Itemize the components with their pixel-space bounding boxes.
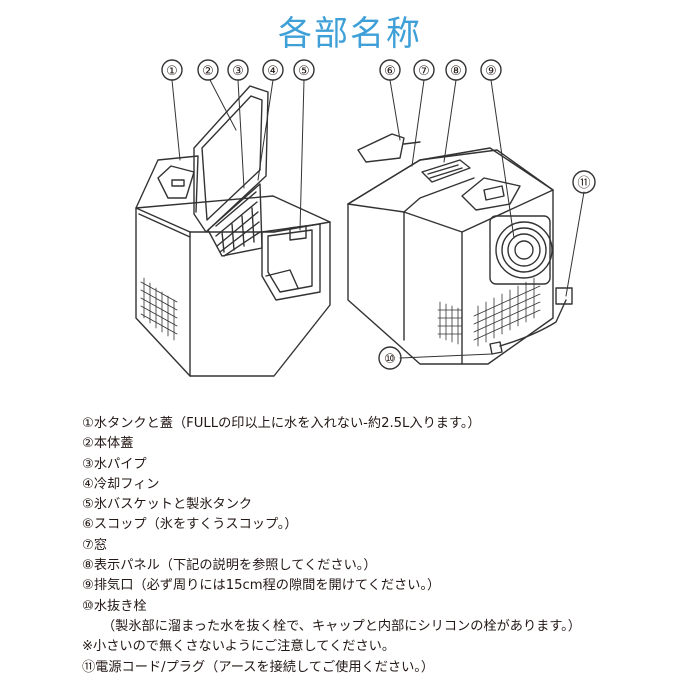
svg-text:⑪: ⑪ (577, 176, 590, 191)
parts-list: ①水タンクと蓋（FULLの印以上に水を入れない-約2.5L入ります。） ②本体蓋… (82, 414, 692, 678)
svg-text:⑩: ⑩ (384, 352, 396, 367)
callouts: ① ② ③ ④ ⑤ ⑥ ⑦ ⑧ ⑨ ⑩ ⑪ (161, 59, 596, 370)
part-7-description: ⑦窓 (82, 537, 108, 553)
part-6-description: ⑥スコップ（氷をすくうスコップ。） (82, 517, 298, 533)
callout-5: ⑤ (293, 59, 315, 81)
svg-text:⑥: ⑥ (384, 64, 396, 79)
callout-8: ⑧ (445, 59, 467, 81)
part-1-description: ①水タンクと蓋（FULLの印以上に水を入れない-約2.5L入ります。） (82, 416, 481, 431)
callout-10: ⑩ (378, 346, 402, 370)
part-10-detail: （製氷部に溜まった水を抜く栓で、キャップと内部にシリコンの栓があります。） (102, 618, 581, 634)
leader-lines (171, 79, 585, 359)
callout-9: ⑨ (480, 59, 502, 81)
callout-6: ⑥ (379, 59, 401, 81)
part-4-description: ④冷却フィン (82, 476, 160, 492)
part-3-description: ③水パイプ (82, 456, 147, 472)
callout-3: ③ (227, 59, 249, 81)
svg-text:③: ③ (232, 64, 244, 79)
left-ice-maker-drawing (135, 85, 331, 377)
part-11-description: ⑪電源コード/プラグ（アースを接続してご使用ください。） (82, 659, 435, 675)
svg-text:②: ② (202, 64, 214, 79)
callout-11: ⑪ (572, 170, 596, 194)
part-10-description: ⑩水抜き栓 (82, 598, 147, 614)
part-5-description: ⑤氷バスケットと製氷タンク (82, 497, 253, 513)
part-10-note: ※小さいので無くさないようにご注意してください。 (82, 639, 396, 655)
callout-2: ② (197, 59, 219, 81)
callout-1: ① (161, 59, 183, 81)
svg-text:④: ④ (267, 64, 279, 79)
svg-text:⑤: ⑤ (298, 64, 310, 79)
part-8-description: ⑧表示パネル（下記の説明を参照してください。） (82, 558, 377, 574)
svg-text:⑨: ⑨ (485, 64, 497, 79)
callout-4: ④ (262, 59, 284, 81)
svg-text:①: ① (166, 64, 178, 79)
callout-7: ⑦ (413, 59, 435, 81)
right-ice-maker-drawing (347, 133, 573, 365)
part-9-description: ⑨排気口（必ず周りには15cm程の隙間を開けてください。） (82, 578, 441, 594)
svg-text:⑦: ⑦ (418, 64, 430, 79)
page-title: 各部名称 (278, 14, 422, 54)
part-2-description: ②本体蓋 (82, 436, 134, 452)
svg-text:⑧: ⑧ (450, 64, 462, 79)
